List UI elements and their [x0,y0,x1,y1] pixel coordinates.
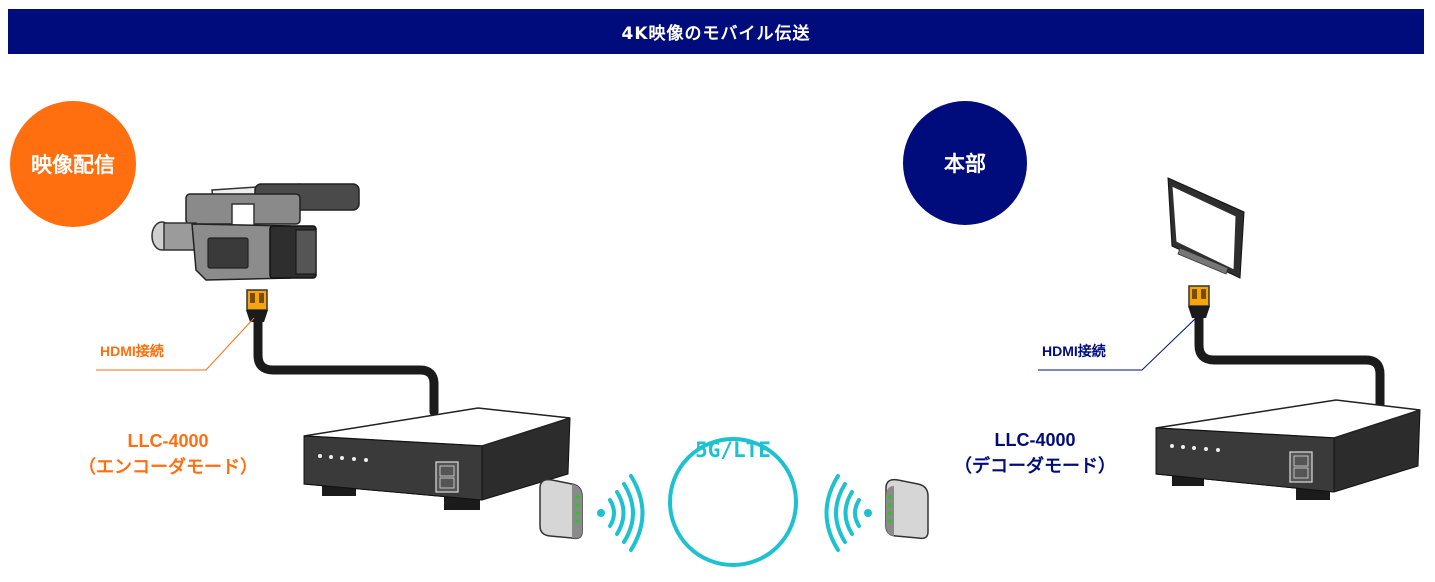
right-hdmi-label: HDMI接続 [1042,343,1106,359]
left-device-label: LLC-4000 （エンコーダモード） [68,428,268,480]
badge-headquarters: 本部 [903,101,1027,225]
signal-wave-icon [824,474,872,552]
hdmi-plug-icon [1188,285,1210,318]
badge-video-distribution: 映像配信 [10,101,136,227]
router-icon [885,478,929,540]
left-hdmi-label: HDMI接続 [100,343,164,359]
right-device-mode: （デコーダモード） [954,456,1116,476]
monitor-icon [1167,177,1245,279]
left-device-name: LLC-4000 [127,431,209,451]
left-device-mode: （エンコーダモード） [78,457,258,477]
encoder-box-icon [303,407,571,510]
page-title: 4K映像のモバイル伝送 [8,9,1424,54]
router-icon [539,478,583,540]
signal-wave-icon [597,474,645,552]
network-ring [668,437,798,567]
decoder-box-icon [1155,399,1421,500]
hdmi-plug-icon [246,289,268,322]
video-camera-icon [151,183,360,281]
network-label: 5G/LTE [695,438,771,462]
right-device-name: LLC-4000 [994,430,1076,450]
right-device-label: LLC-4000 （デコーダモード） [940,427,1130,479]
